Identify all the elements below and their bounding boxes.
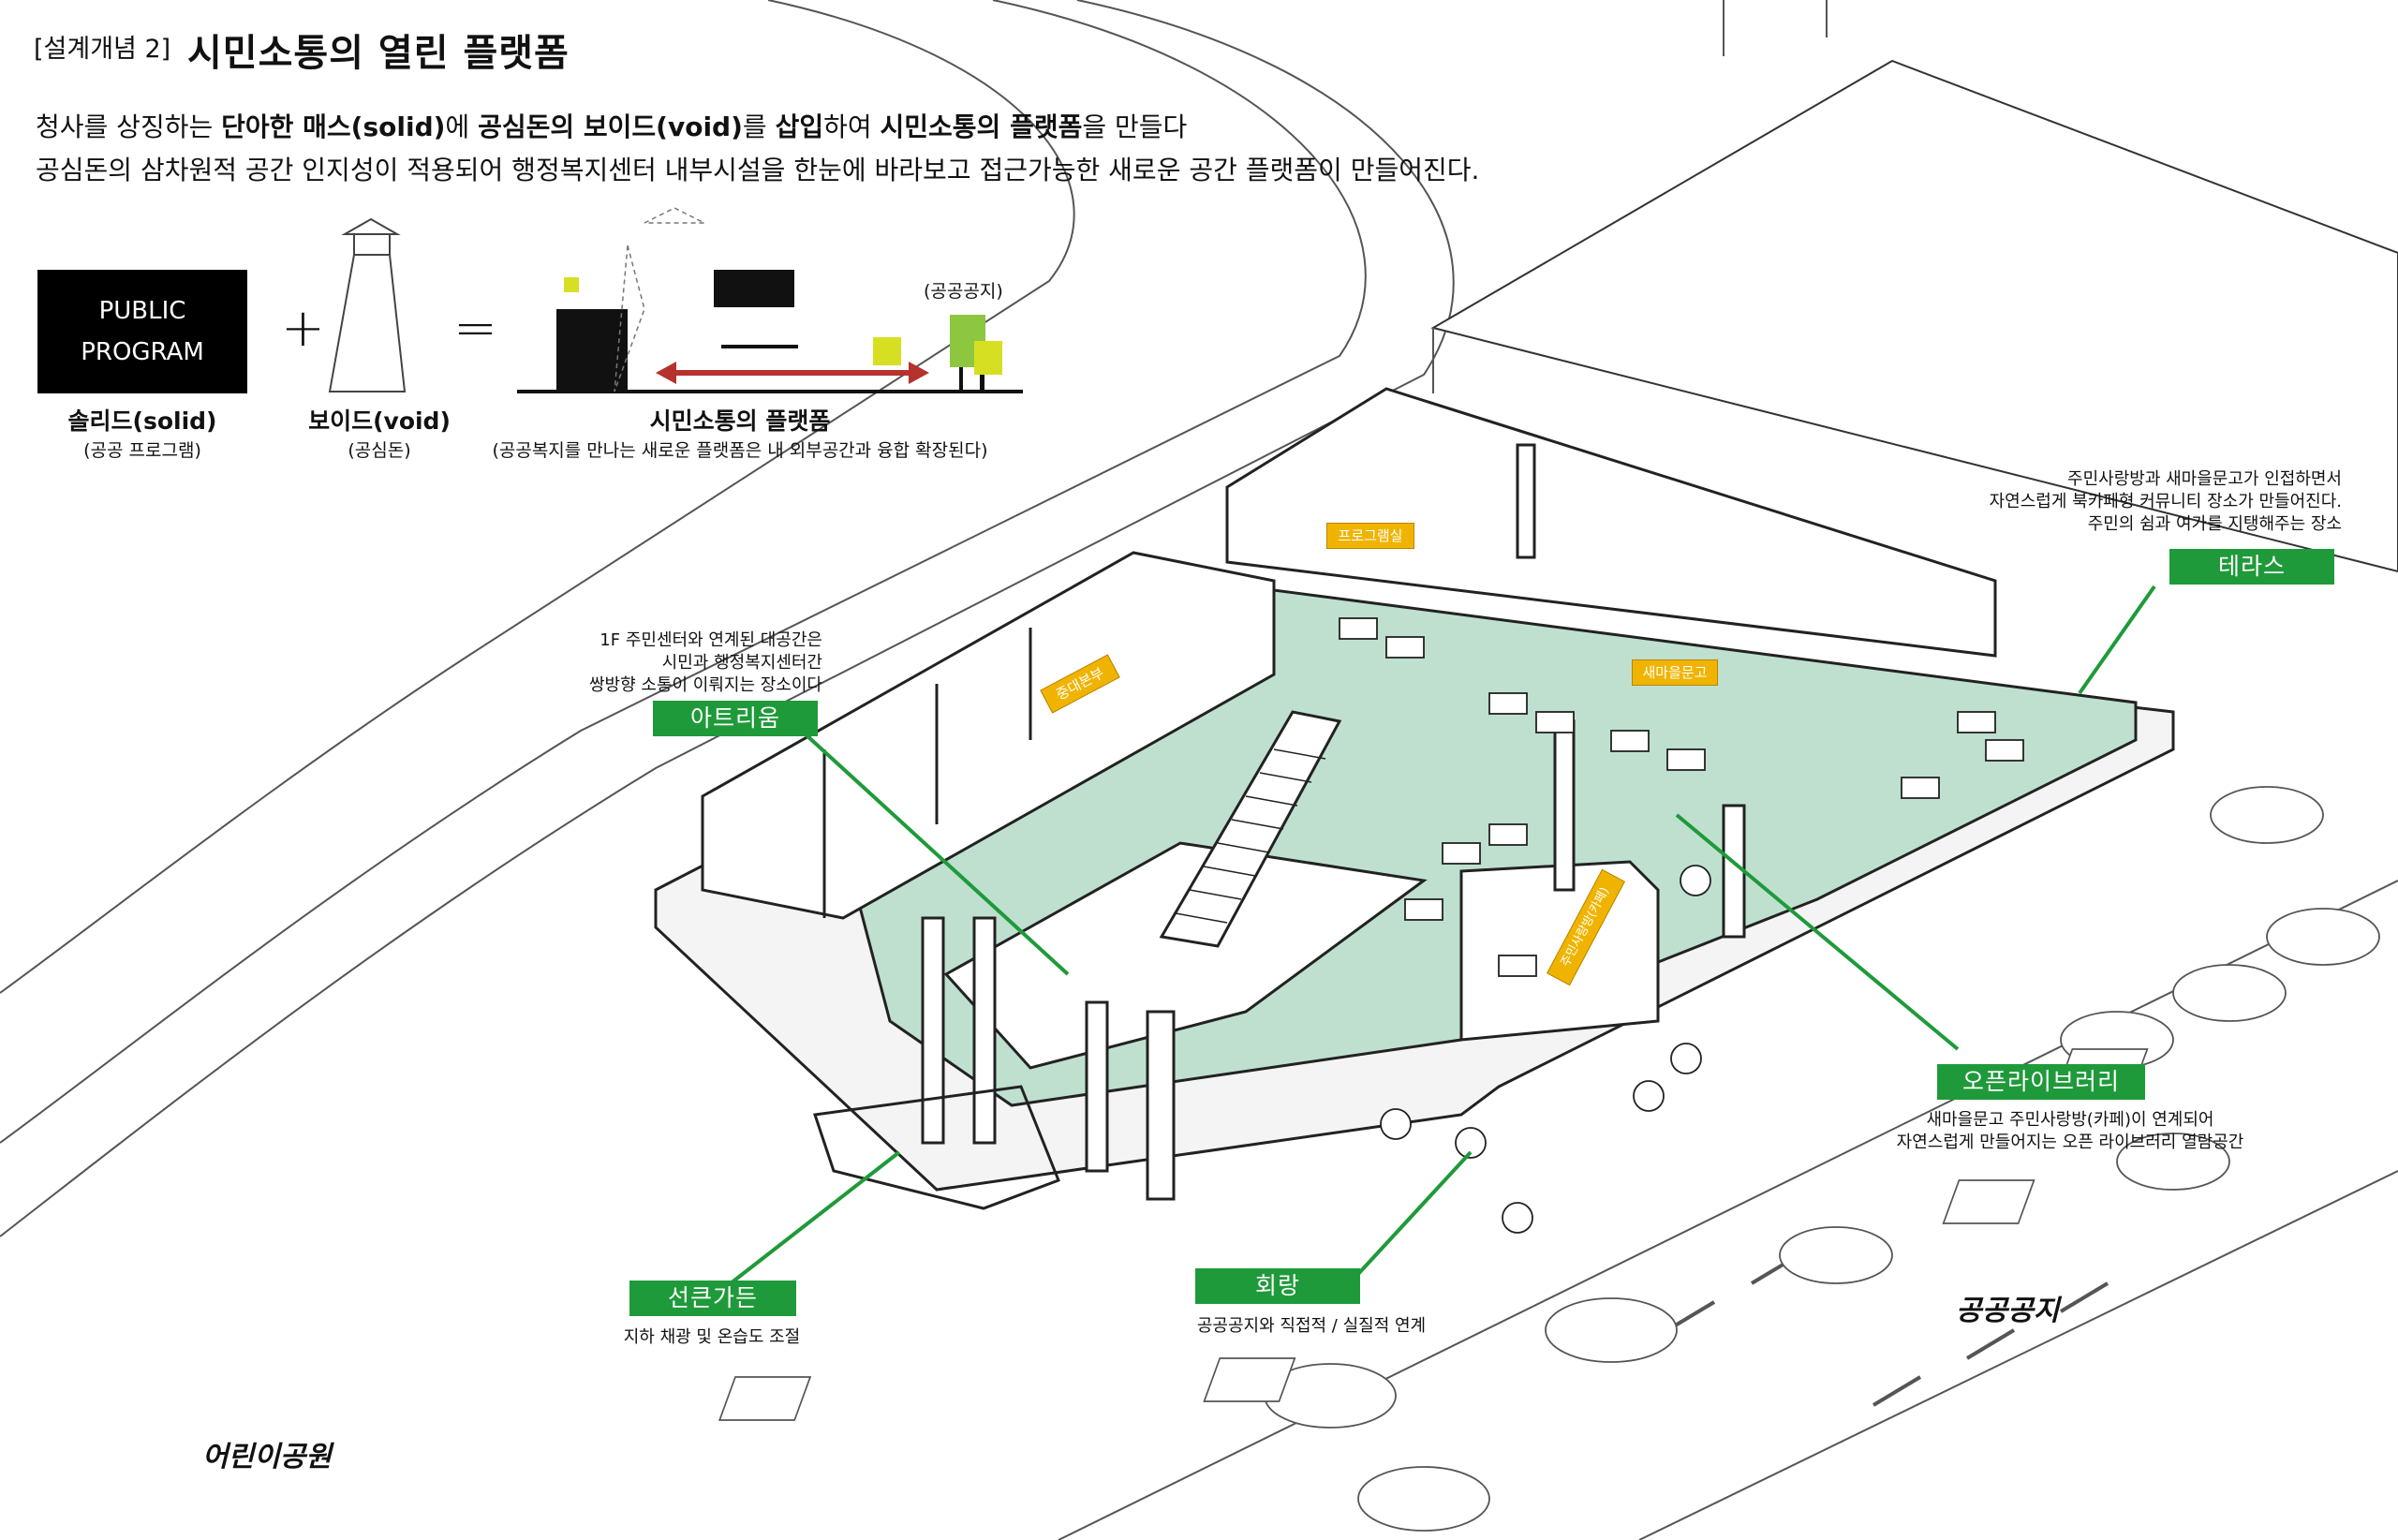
atrium-note-line: 쌍방향 소통이 이뤄지는 장소이다 [588,675,822,695]
solid-sublabel: (공공 프로그램) [83,440,201,461]
room-label-program: 프로그램실 [1326,523,1414,549]
sunken-garden-note: 지하 채광 및 온습도 조절 [600,1326,824,1349]
atrium-note: 1F 주민센터와 연계된 대공간은 시민과 행정복지센터간 쌍방향 소통이 이뤄… [562,629,822,697]
library-note-line: 새마을문고 주민사랑방(카페)이 연계되어 [1926,1110,2214,1130]
sunken-garden [813,1085,1060,1210]
void-tower [328,217,407,392]
rear-wing [1225,387,1997,658]
terrace-note-line: 자연스럽게 북카페형 커뮤니티 장소가 만들어진다. [1989,492,2342,511]
corridor-tag: 회랑 [1195,1268,1360,1304]
desc-bold-platform: 시민소통의 플랫폼 [880,111,1083,142]
desc-text: 를 [742,111,776,142]
corridor-note: 공공공지와 직접적 / 실질적 연계 [1171,1315,1452,1338]
box-line-1: PUBLIC [98,297,186,325]
desc-text: 에 [445,111,479,142]
road-curve-outer [0,0,1455,1237]
desc-text: 을 만들다 [1082,111,1188,142]
equals-sign: = [453,298,497,359]
platform-label: 시민소통의 플랫폼 [649,407,831,435]
corridor-leader [1356,1150,1473,1276]
atrium-stairs [1159,710,1342,948]
terrace-leader [2078,585,2156,695]
atrium-void [943,841,1428,1070]
description-line-2: 공심돈의 삼차원적 공간 인지성이 적용되어 행정복지센터 내부시설을 한눈에 … [36,155,1480,185]
neighbor-building [1430,59,2398,573]
place-kids-park: 어린이공원 [202,1441,332,1473]
open-library-note: 새마을문고 주민사랑방(카페)이 연계되어 자연스럽게 만들어지는 오픈 라이브… [1883,1109,2257,1154]
platform-caption: 시민소통의 플랫폼 (공공복지를 만나는 새로운 플랫폼은 내 외부공간과 융합… [478,403,1002,462]
plus-sign: + [281,298,325,359]
platform-sublabel: (공공복지를 만나는 새로운 플랫폼은 내 외부공간과 융합 확장된다) [492,440,988,461]
garden-leader [729,1150,901,1285]
left-wing [701,551,1276,920]
box-line-2: PROGRAM [81,338,204,366]
plaza-trees [718,786,2380,1532]
desc-text: 하여 [823,111,881,142]
solid-caption: 솔리드(solid) (공공 프로그램) [37,403,247,462]
solid-label: 솔리드(solid) [67,407,217,435]
road-curve-mid [0,0,1367,1144]
open-library-tag: 오픈라이브러리 [1937,1064,2145,1100]
place-open-space: 공공공지 [1956,1295,2060,1327]
road-curve-inner [0,0,1075,994]
library-note-line: 자연스럽게 만들어지는 오픈 라이브러리 열람공간 [1896,1133,2244,1152]
desc-bold-solid: 단아한 매스(solid) [221,111,446,142]
desc-bold-insert: 삽입 [775,111,824,142]
room-label-library: 새마을문고 [1632,659,1718,686]
terrace-tag: 테라스 [2169,549,2334,585]
desc-text: 청사를 상징하는 [36,111,222,142]
terrace-note-line: 주민의 쉼과 여가를 지탱해주는 장소 [2087,514,2342,534]
atrium-note-line: 1F 주민센터와 연계된 대공간은 [600,630,822,650]
atrium-leader [804,733,1070,976]
terrace-note-line: 주민사랑방과 새마을문고가 인접하면서 [2067,469,2342,489]
sunken-garden-tag: 선큰가든 [629,1281,796,1316]
open-space-mini-label: (공공공지) [924,281,1003,302]
void-label: 보이드(void) [308,407,451,435]
garden-note-line: 지하 채광 및 온습도 조절 [623,1327,801,1347]
terrace-note: 주민사랑방과 새마을문고가 인접하면서 자연스럽게 북카페형 커뮤니티 장소가 … [1930,468,2342,536]
public-program-box: PUBLIC PROGRAM [37,270,247,393]
void-caption: 보이드(void) (공심돈) [290,403,468,462]
page-title: 시민소통의 열린 플랫폼 [187,32,570,75]
void-sublabel: (공심돈) [348,440,411,461]
plaza-edge-2 [1638,1170,2398,1540]
description-line-1: 청사를 상징하는 단아한 매스(solid)에 공심돈의 보이드(void)를 … [36,107,1187,144]
corridor-note-line: 공공공지와 직접적 / 실질적 연계 [1196,1316,1427,1336]
concept-tag: [설계개념 2] [34,35,171,64]
library-leader [1675,813,1960,1051]
atrium-tag: 아트리움 [653,701,818,736]
atrium-note-line: 시민과 행정복지센터간 [661,653,822,673]
platform-diagram [517,207,1023,393]
desc-bold-void: 공심돈의 보이드(void) [478,111,743,142]
